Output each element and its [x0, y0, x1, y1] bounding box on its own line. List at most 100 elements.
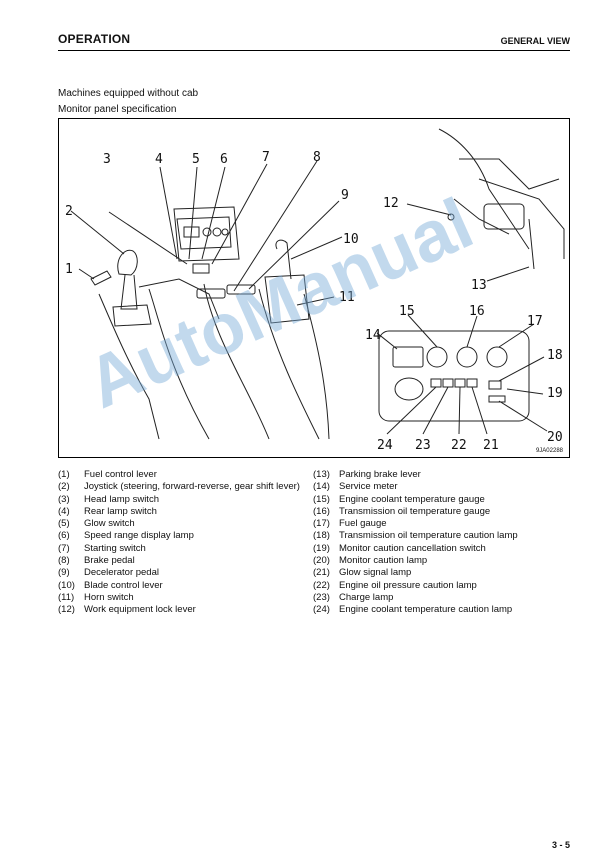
legend-item: (10) Blade control lever — [58, 580, 308, 592]
legend-number: (9) — [58, 567, 70, 579]
legend-text: Head lamp switch — [84, 493, 159, 505]
intro-line-2: Monitor panel specification — [58, 104, 177, 115]
legend-number: (24) — [313, 604, 330, 616]
legend-text: Glow signal lamp — [339, 567, 412, 579]
callout-7: 7 — [262, 150, 270, 165]
legend-item: (19) Monitor caution cancellation switch — [313, 543, 573, 555]
legend-item: (20) Monitor caution lamp — [313, 555, 573, 567]
legend-number: (22) — [313, 579, 330, 591]
legend-number: (19) — [313, 542, 330, 554]
legend-number: (21) — [313, 567, 330, 579]
legend-text: Brake pedal — [84, 555, 135, 567]
legend-left: (1) Fuel control lever (2) Joystick (steer… — [58, 469, 308, 617]
legend-text: Transmission oil temperature gauge — [339, 505, 491, 517]
legend-item: (11) Horn switch — [58, 592, 308, 604]
legend-text: Blade control lever — [84, 579, 163, 591]
legend-item: (5) Glow switch — [58, 518, 308, 530]
legend-item: (1) Fuel control lever — [58, 469, 308, 481]
legend-item: (23) Charge lamp — [313, 592, 573, 604]
legend-number: (2) — [58, 481, 70, 493]
callout-16: 16 — [469, 304, 485, 319]
legend-text: Engine oil pressure caution lamp — [339, 579, 477, 591]
legend-right: (13) Parking brake lever (14) Service mete… — [313, 469, 573, 617]
legend-item: (16) Transmission oil temperature gauge — [313, 506, 573, 518]
legend-number: (18) — [313, 530, 330, 542]
callout-10: 10 — [343, 232, 359, 247]
legend-number: (3) — [58, 493, 70, 505]
legend-number: (12) — [58, 604, 75, 616]
legend-text: Horn switch — [84, 591, 134, 603]
legend-text: Speed range display lamp — [84, 530, 194, 542]
legend-number: (1) — [58, 469, 70, 480]
callout-21: 21 — [483, 438, 499, 453]
legend-item: (6) Speed range display lamp — [58, 530, 308, 542]
callout-3: 3 — [103, 152, 111, 167]
callout-18: 18 — [547, 348, 563, 363]
legend-text: Decelerator pedal — [84, 567, 159, 579]
callout-23: 23 — [415, 438, 431, 453]
legend-number: (6) — [58, 530, 70, 542]
legend-number: (23) — [313, 591, 330, 603]
legend-text: Fuel gauge — [339, 518, 387, 530]
callout-15: 15 — [399, 304, 415, 319]
header-rule — [58, 50, 570, 51]
legend-number: (16) — [313, 505, 330, 517]
legend-item: (13) Parking brake lever — [313, 469, 573, 481]
legend-text: Rear lamp switch — [84, 505, 157, 517]
callout-24: 24 — [377, 438, 393, 453]
legend-text: Glow switch — [84, 518, 135, 530]
legend-item: (2) Joystick (steering, forward-reverse, … — [58, 481, 308, 493]
intro-text: Machines equipped without cab Monitor pa… — [58, 86, 198, 118]
legend-text: Starting switch — [84, 542, 146, 554]
legend-number: (14) — [313, 481, 330, 493]
legend-text: Engine coolant temperature gauge — [339, 493, 485, 505]
callout-5: 5 — [192, 152, 200, 167]
legend-text: Charge lamp — [339, 591, 394, 603]
general-view-figure: 1 2 3 4 5 6 7 8 9 10 11 12 13 14 15 16 1… — [58, 118, 570, 458]
legend-item: (14) Service meter — [313, 481, 573, 493]
callout-11: 11 — [339, 290, 355, 305]
legend-number: (8) — [58, 555, 70, 567]
section-title: OPERATION — [58, 32, 131, 46]
legend-text: Monitor caution cancellation switch — [339, 542, 486, 554]
legend-text: Fuel control lever — [84, 469, 157, 480]
legend-number: (4) — [58, 505, 70, 517]
page-header-title: GENERAL VIEW — [500, 36, 570, 46]
legend-item: (21) Glow signal lamp — [313, 567, 573, 579]
figure-drawing: 1 2 3 4 5 6 7 8 9 10 11 12 13 14 15 16 1… — [65, 128, 565, 453]
legend-item: (15) Engine coolant temperature gauge — [313, 494, 573, 506]
legend-number: (13) — [313, 469, 330, 480]
legend-text: Joystick (steering, forward-reverse, gea… — [84, 481, 300, 493]
callout-22: 22 — [451, 438, 467, 453]
callout-9: 9 — [341, 188, 349, 203]
legend-item: (22) Engine oil pressure caution lamp — [313, 580, 573, 592]
legend-number: (15) — [313, 493, 330, 505]
legend-item: (24) Engine coolant temperature caution l… — [313, 604, 573, 616]
callout-13: 13 — [471, 278, 487, 293]
legend-item: (3) Head lamp switch — [58, 494, 308, 506]
callout-2: 2 — [65, 204, 73, 219]
legend-item: (9) Decelerator pedal — [58, 567, 308, 579]
legend-text: Work equipment lock lever — [84, 604, 196, 616]
legend-text: Transmission oil temperature caution lam… — [339, 530, 518, 542]
legend-number: (5) — [58, 518, 70, 530]
legend-number: (17) — [313, 518, 330, 530]
legend-item: (8) Brake pedal — [58, 555, 308, 567]
legend-text: Monitor caution lamp — [339, 555, 428, 567]
callout-6: 6 — [220, 152, 228, 167]
legend-text: Parking brake lever — [339, 469, 421, 480]
callout-20: 20 — [547, 430, 563, 445]
legend-item: (18) Transmission oil temperature caution… — [313, 530, 573, 542]
figure-code: 9JA02288 — [535, 448, 563, 454]
callout-19: 19 — [547, 386, 563, 401]
callout-14: 14 — [365, 328, 381, 343]
legend-number: (20) — [313, 555, 330, 567]
callout-12: 12 — [383, 196, 399, 211]
legend-text: Engine coolant temperature caution lamp — [339, 604, 513, 616]
callout-8: 8 — [313, 150, 321, 165]
legend-item: (12) Work equipment lock lever — [58, 604, 308, 616]
legend-text: Service meter — [339, 481, 398, 493]
page-number: 3 - 5 — [551, 840, 570, 850]
legend-number: (10) — [58, 579, 75, 591]
legend-number: (11) — [58, 591, 75, 603]
